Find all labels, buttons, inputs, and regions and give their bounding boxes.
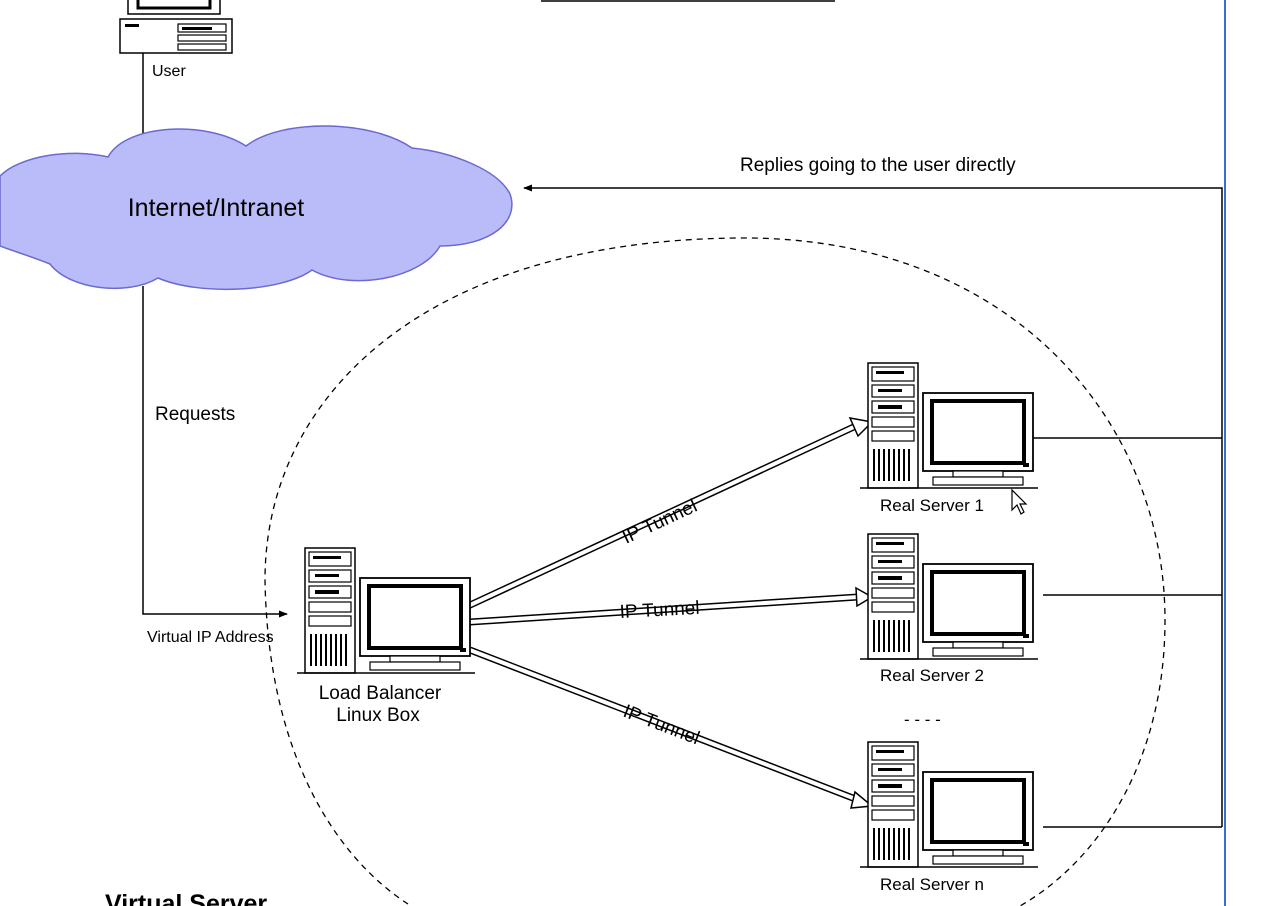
requests-line [142, 286, 288, 618]
internet-cloud [0, 125, 513, 291]
real-server-2-label: Real Server 2 [880, 666, 984, 685]
load-balancer-computer [295, 546, 477, 675]
real-server-2-computer [858, 532, 1040, 661]
requests-label: Requests [155, 404, 235, 425]
real-server-1-computer [858, 361, 1040, 490]
virtual-ip-label: Virtual IP Address [147, 629, 274, 646]
internet-label: Internet/Intranet [128, 194, 305, 222]
tunnel-arrow-2 [469, 586, 874, 626]
replies-label: Replies going to the user directly [740, 155, 1016, 176]
mouse-cursor [1011, 488, 1028, 515]
virtual-server-label: Virtual Server [105, 890, 267, 906]
virtual-server-boundary [264, 237, 1166, 906]
user-label: User [152, 63, 186, 80]
tunnel-label-1: IP Tunnel [619, 496, 700, 549]
tunnel-arrow-1 [466, 417, 874, 610]
real-server-1-label: Real Server 1 [880, 496, 984, 515]
tunnel-label-2: IP Tunnel [619, 598, 700, 623]
replies-line [523, 184, 1223, 827]
load-balancer-label-line1: Load Balancer [319, 683, 442, 704]
load-balancer-label-line2: Linux Box [336, 705, 420, 726]
server-ellipsis: - - - - [904, 710, 941, 729]
tunnel-arrow-3 [468, 646, 874, 809]
real-server-n-label: Real Server n [880, 875, 984, 894]
user-computer [119, 0, 233, 54]
real-server-n-computer [858, 740, 1040, 869]
tunnel-label-3: IP Tunnel [620, 701, 702, 749]
